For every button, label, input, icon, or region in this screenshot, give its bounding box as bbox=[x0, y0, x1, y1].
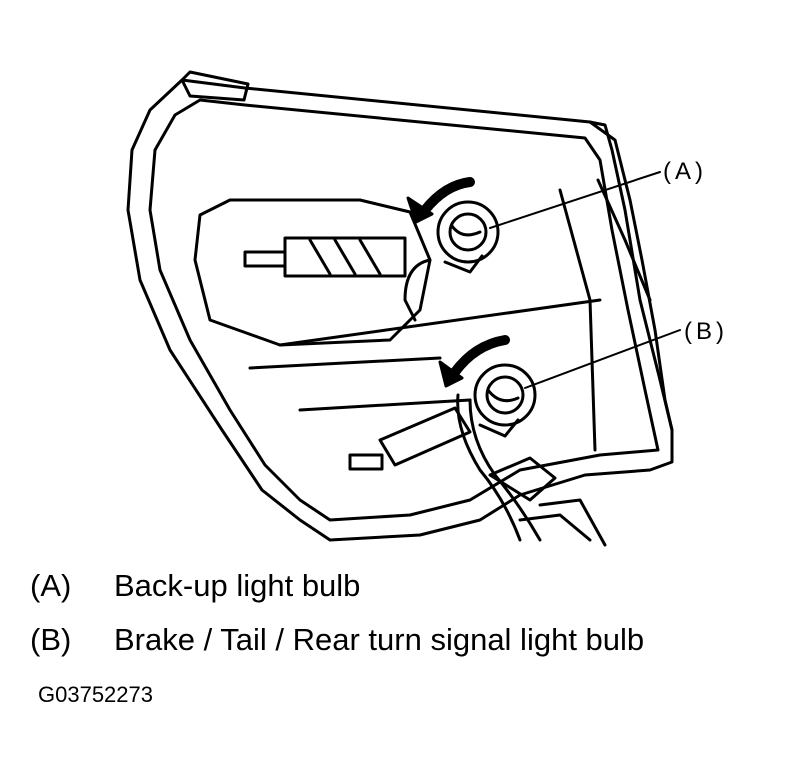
rotate-arrow-b bbox=[438, 335, 510, 388]
legend-text-b: Brake / Tail / Rear turn signal light bu… bbox=[114, 622, 645, 657]
bulb-socket-b bbox=[473, 363, 537, 438]
wire-harness bbox=[456, 393, 607, 547]
callout-b-label: (B) bbox=[684, 318, 728, 345]
callout-a-label: (A) bbox=[663, 158, 707, 185]
legend-row-a: (A) Back-up light bulb bbox=[30, 568, 360, 604]
housing-tab bbox=[180, 70, 250, 102]
leader-line-a bbox=[489, 171, 661, 229]
leader-line-b bbox=[524, 329, 681, 389]
lamp-housing-inner-rim bbox=[148, 98, 660, 522]
inner-panel bbox=[193, 198, 432, 347]
figure-id: G03752273 bbox=[38, 682, 153, 707]
bulb-socket-a bbox=[403, 200, 500, 322]
mounting-stud-upper bbox=[243, 236, 407, 278]
rotate-arrow-a bbox=[406, 177, 475, 224]
legend-key-a: (A) bbox=[30, 568, 72, 603]
legend-key-b: (B) bbox=[30, 622, 72, 657]
mounting-stud-lower bbox=[348, 406, 472, 471]
legend-text-a: Back-up light bulb bbox=[114, 568, 361, 603]
tail-lamp-diagram bbox=[126, 70, 681, 547]
legend-row-b: (B) Brake / Tail / Rear turn signal light… bbox=[30, 622, 644, 658]
